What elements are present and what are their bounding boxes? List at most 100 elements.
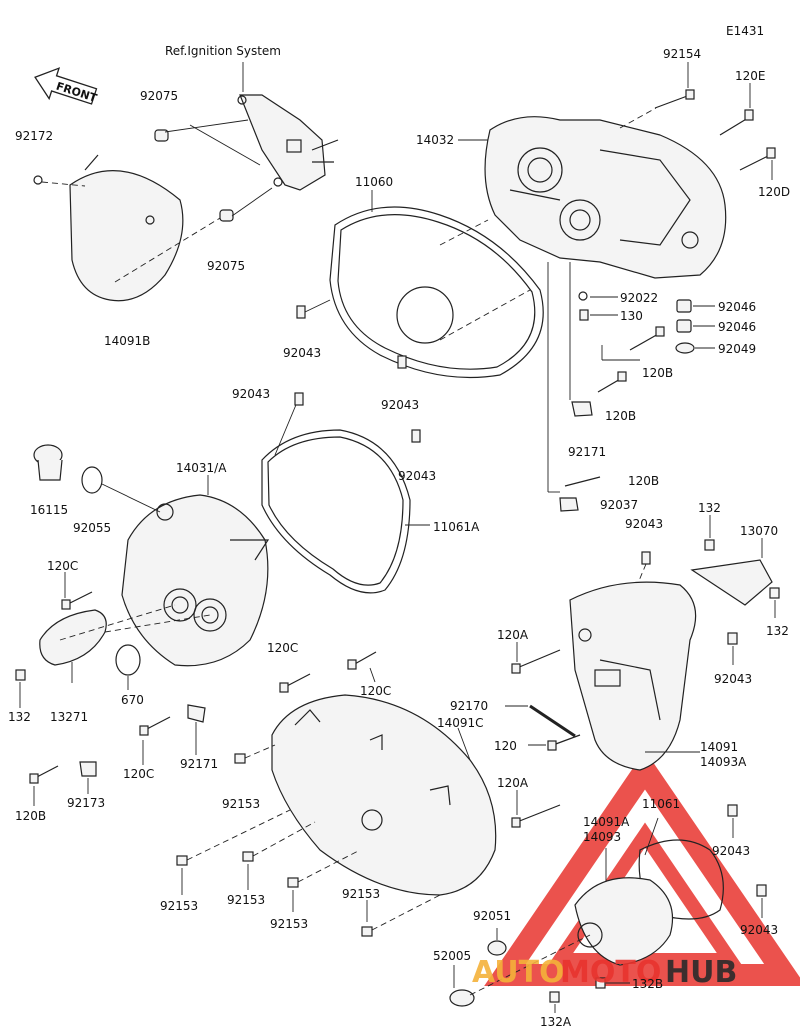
front-arrow-icon [34, 67, 98, 105]
seal-92049 [675, 342, 695, 354]
dowel-92043-e [641, 551, 651, 565]
label-92043-d: 92043 [398, 469, 436, 483]
label-92153-a: 92153 [222, 797, 260, 811]
screw-132B [595, 977, 606, 989]
seal-92051 [487, 940, 507, 956]
screw-132-c [769, 587, 780, 599]
part-14091A-cover [574, 877, 674, 966]
label-92043-a: 92043 [283, 346, 321, 360]
label-11061: 11061 [642, 797, 680, 811]
label-132A: 132A [540, 1015, 572, 1029]
label-120E: 120E [735, 69, 766, 83]
collar-92046-a [676, 299, 692, 313]
bolt-120 [547, 734, 581, 751]
label-92170: 92170 [450, 699, 488, 713]
grommet-92075-lower [219, 209, 234, 222]
collar-92046-b [676, 319, 692, 333]
label-92043-c: 92043 [232, 387, 270, 401]
bolt-120A-b [511, 804, 561, 828]
diagram-code: E1431 [726, 24, 764, 38]
oring-670 [115, 644, 141, 676]
label-92075-lower: 92075 [207, 259, 245, 273]
label-132-b: 132 [698, 501, 721, 515]
dowel-92043-c [294, 392, 304, 406]
label-132B: 132B [632, 977, 663, 991]
clamp-92171 [571, 401, 593, 417]
part-11061A-gasket [261, 429, 411, 594]
label-92049: 92049 [718, 342, 756, 356]
label-92043-g: 92043 [712, 844, 750, 858]
bolt-120A-a [511, 649, 561, 674]
screw-132-b [704, 539, 715, 551]
label-92171-b: 92171 [180, 757, 218, 771]
part-11060-gasket [329, 206, 544, 379]
cap-16115 [33, 444, 63, 481]
screw-92153-c [242, 821, 316, 862]
bolt-120D [739, 147, 776, 171]
part-labels: 92154 120E 14032 120D 92075 92172 92075 … [8, 47, 790, 1029]
bolt-120C-b [279, 673, 311, 693]
label-120C-c: 120C [360, 684, 391, 698]
label-92043-e: 92043 [625, 517, 663, 531]
grommet-92075-upper [154, 129, 169, 142]
dowel-92043-g [727, 804, 738, 817]
plate-13271 [39, 609, 107, 666]
ref-ignition-note: Ref.Ignition System [165, 44, 281, 58]
label-16115: 16115 [30, 503, 68, 517]
label-11060: 11060 [355, 175, 393, 189]
label-14093A: 14093A [700, 755, 747, 769]
part-14091-cover [569, 581, 697, 771]
label-92154: 92154 [663, 47, 701, 61]
label-120B-d: 120B [15, 809, 46, 823]
label-92075-upper: 92075 [140, 89, 178, 103]
label-13070: 13070 [740, 524, 778, 538]
label-52005: 52005 [433, 949, 471, 963]
bolt-120B-d [29, 765, 59, 784]
label-132-a: 132 [8, 710, 31, 724]
screw-132-a [15, 669, 26, 681]
label-120C-d: 120C [123, 767, 154, 781]
bearing-52005 [449, 989, 475, 1007]
label-14032: 14032 [416, 133, 454, 147]
label-92037: 92037 [600, 498, 638, 512]
oring-92055 [81, 466, 103, 494]
screw-92153-e [361, 894, 441, 937]
clamp-92171-b [187, 704, 206, 723]
label-670: 670 [121, 693, 144, 707]
label-120B-c: 120B [628, 474, 659, 488]
label-92153-c: 92153 [227, 893, 265, 907]
clamp-92037 [559, 497, 579, 512]
label-92043-b: 92043 [381, 398, 419, 412]
label-13271: 13271 [50, 710, 88, 724]
label-92046-b: 92046 [718, 320, 756, 334]
label-120C-b: 120C [267, 641, 298, 655]
label-14093: 14093 [583, 830, 621, 844]
label-14091: 14091 [700, 740, 738, 754]
watermark-hub: HUB [665, 955, 737, 990]
bolt-130 [579, 309, 589, 321]
dowel-92043-f [727, 632, 738, 645]
label-92022: 92022 [620, 291, 658, 305]
front-arrow: FRONT [34, 67, 99, 105]
screw-92172 [33, 175, 43, 185]
clamp-92173 [79, 761, 97, 777]
dowel-92043-d [411, 429, 421, 443]
rod-92170 [529, 704, 576, 738]
watermark-text: AUTO MOTO HUB [472, 955, 737, 990]
label-120B-a: 120B [642, 366, 673, 380]
screw-132A [549, 991, 560, 1003]
label-92153-d: 92153 [270, 917, 308, 931]
part-14032-case [484, 116, 727, 279]
screw-92153-b [176, 809, 291, 866]
bolt-120E [719, 109, 754, 136]
bolt-120C-a [61, 591, 93, 610]
label-132-c: 132 [766, 624, 789, 638]
part-14031A-cover [121, 494, 270, 667]
washer-92022 [578, 291, 588, 301]
label-92046-a: 92046 [718, 300, 756, 314]
label-92051: 92051 [473, 909, 511, 923]
label-14031A: 14031/A [176, 461, 227, 475]
watermark-auto: AUTO [472, 955, 565, 990]
